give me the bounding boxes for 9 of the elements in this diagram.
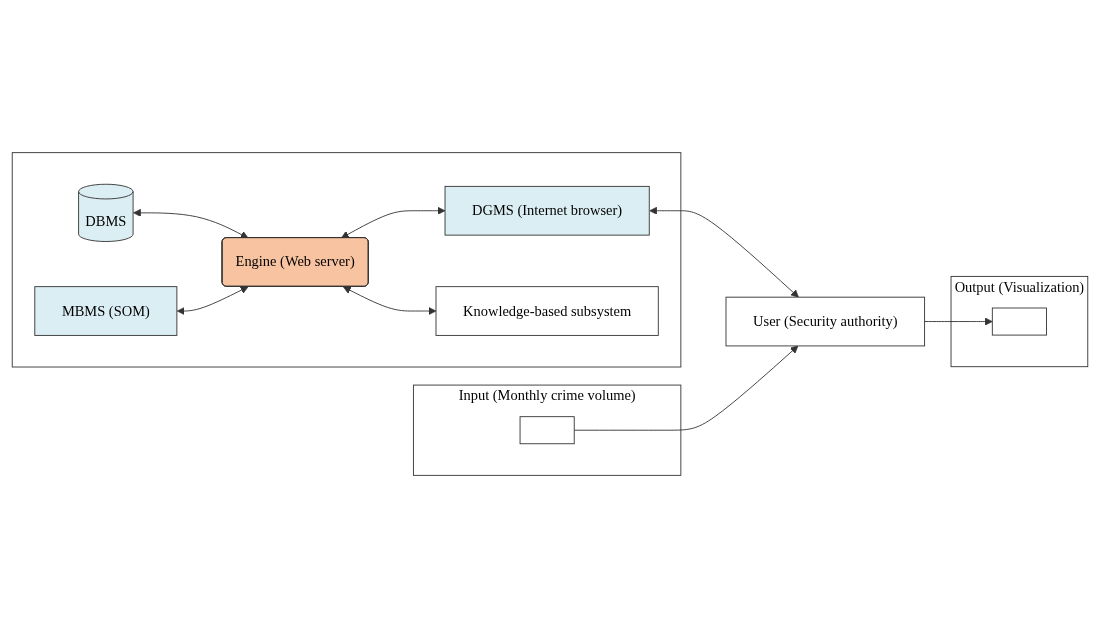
node-box: User (Security authority) xyxy=(725,296,925,346)
cluster: Output (Visualization) xyxy=(950,275,1088,367)
node-box: DGMS (Internet browser) xyxy=(444,185,650,236)
cluster: Input (Monthly crime volume) xyxy=(412,384,681,476)
node-box: MBMS (SOM) xyxy=(33,285,177,336)
cluster xyxy=(11,151,681,367)
node-box xyxy=(991,307,1047,336)
node-box: Knowledge-based subsystem xyxy=(435,285,659,336)
node-box xyxy=(519,415,575,444)
